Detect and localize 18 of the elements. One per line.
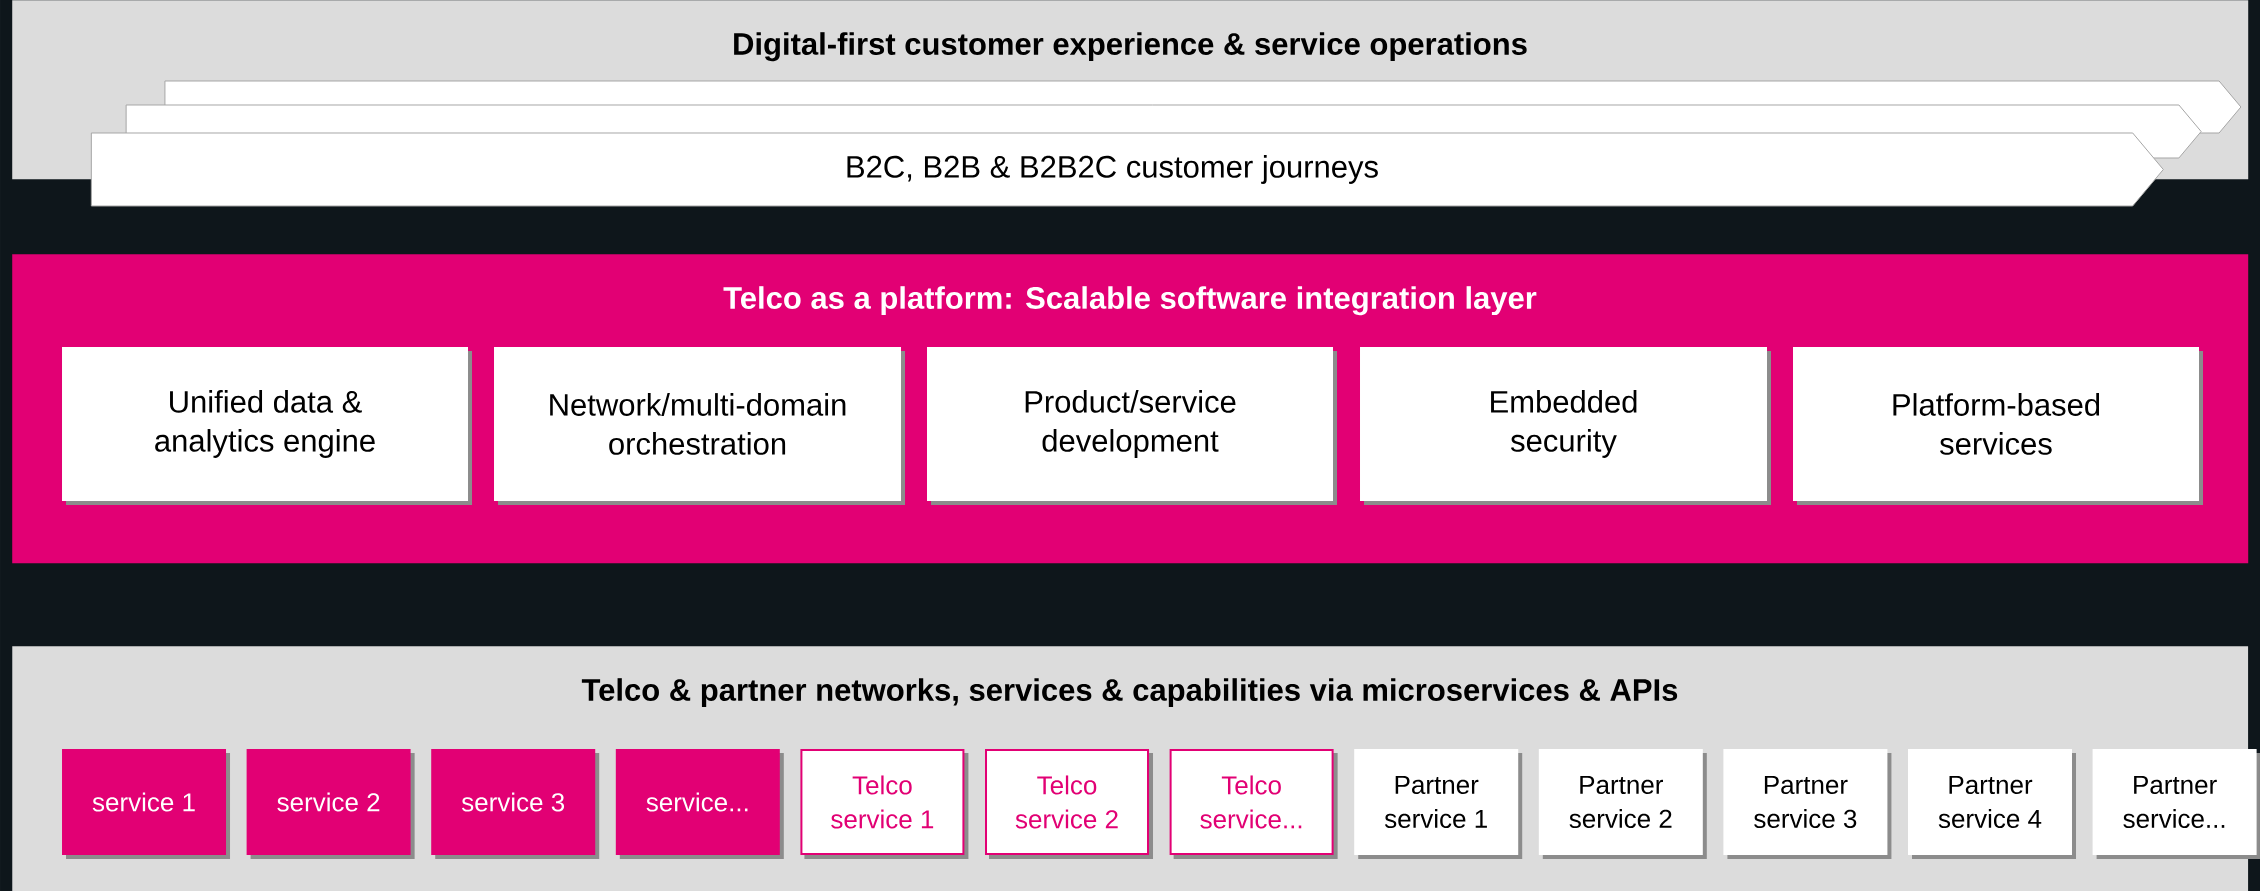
capability-box: Product/service development [927, 347, 1337, 505]
service-box: Partner service 4 [1908, 749, 2076, 859]
service-box: service... [615, 749, 784, 859]
chevron-banner: B2C, B2B & B2B2C customer journeys [90, 132, 2164, 207]
capability-box: Platform-based services [1793, 347, 2203, 505]
capability-box: Unified data & analytics engine [62, 347, 472, 505]
service-box: Partner service 1 [1354, 749, 1523, 859]
service-box: Telco service... [1169, 749, 1338, 859]
capability-box: Embedded security [1360, 347, 1771, 505]
service-box: Partner service 2 [1538, 749, 1707, 859]
service-box: Partner service... [2092, 749, 2260, 859]
service-box: Telco service 1 [800, 749, 969, 859]
capability-box: Network/multi-domain orchestration [494, 347, 905, 505]
service-box: service 3 [431, 749, 600, 859]
service-box: Partner service 3 [1723, 749, 1892, 859]
service-box: service 1 [62, 749, 230, 859]
service-box: service 2 [246, 749, 415, 859]
service-box: Telco service 2 [985, 749, 1153, 859]
